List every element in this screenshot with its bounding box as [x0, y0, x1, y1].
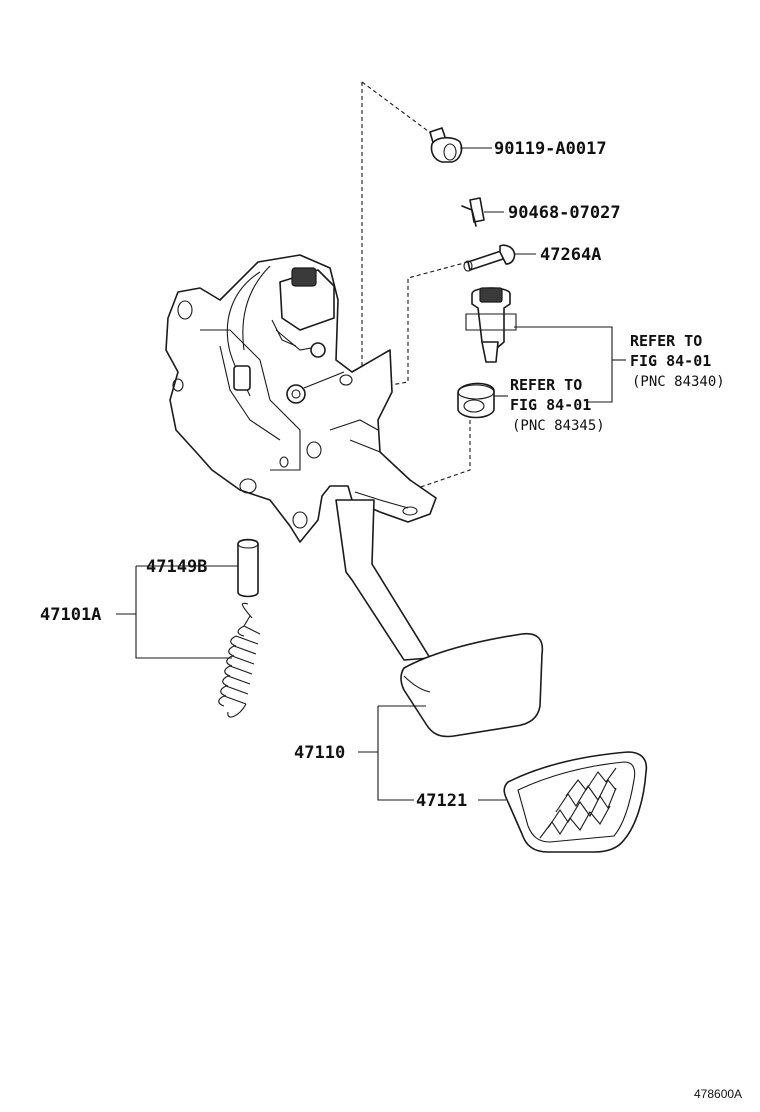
stop-lamp-switch — [465, 287, 517, 363]
leader-lines — [116, 147, 626, 801]
refer-lower-line1: REFER TO — [510, 376, 582, 394]
bolt-part — [429, 127, 463, 163]
refer-lower-pnc: (PNC 84345) — [512, 418, 605, 434]
part-number-cushion: 47149B — [146, 557, 207, 577]
part-number-bolt: 90119-A0017 — [494, 139, 607, 159]
part-number-pad: 47121 — [416, 791, 467, 811]
pedal-arm — [335, 499, 431, 661]
pedal-support-bracket — [165, 254, 437, 543]
refer-upper-pnc: (PNC 84340) — [632, 374, 725, 390]
refer-upper-line2: FIG 84-01 — [630, 352, 711, 370]
refer-upper-line1: REFER TO — [630, 332, 702, 350]
part-number-pedal-assy: 47101A — [40, 605, 101, 625]
clip-part — [461, 197, 485, 227]
cushion-part — [237, 538, 259, 598]
return-spring — [218, 602, 261, 718]
part-number-pedal-sub: 47110 — [294, 743, 345, 763]
refer-lower-line2: FIG 84-01 — [510, 396, 591, 414]
part-number-pin: 47264A — [540, 245, 601, 265]
pedal-pad — [503, 751, 648, 853]
part-number-clip: 90468-07027 — [508, 203, 621, 223]
pin-part — [463, 244, 516, 272]
switch-cushion — [457, 382, 495, 419]
illustration-code: 478600A — [694, 1087, 742, 1101]
brake-pedal — [400, 632, 544, 738]
